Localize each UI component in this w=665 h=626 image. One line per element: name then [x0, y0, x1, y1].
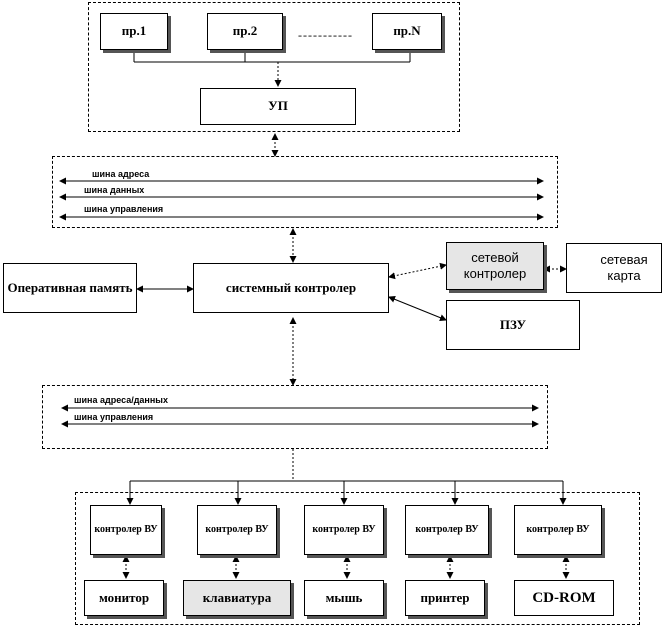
- processor-ellipsis: -----------: [298, 28, 353, 42]
- device-cd-rom: CD-ROM: [514, 580, 614, 616]
- device-keyboard: клавиатура: [183, 580, 291, 616]
- processor-group: [88, 2, 460, 132]
- system-bus: [52, 156, 558, 228]
- controller-vu-5: контролер ВУ: [514, 505, 602, 555]
- network-controller-block: сетевой контролер: [446, 242, 544, 290]
- processor-1: пр.1: [100, 13, 168, 50]
- bus-address-label: шина адреса: [92, 169, 150, 179]
- processor-2: пр.2: [207, 13, 283, 50]
- bus2-address-data-label: шина адреса/данных: [74, 395, 168, 405]
- peripheral-group: [75, 492, 640, 625]
- network-card-block: сетевая карта: [566, 243, 662, 293]
- device-printer: принтер: [405, 580, 485, 616]
- controller-vu-4: контролер ВУ: [405, 505, 489, 555]
- bus-control-label: шина управления: [84, 204, 164, 214]
- rom-block: ПЗУ: [446, 300, 580, 350]
- device-monitor: монитор: [84, 580, 164, 616]
- controller-vu-3: контролер ВУ: [304, 505, 384, 555]
- bus-data-label: шина данных: [84, 185, 145, 195]
- controller-vu-1: контролер ВУ: [90, 505, 162, 555]
- peripheral-bus: [42, 385, 548, 449]
- controller-vu-2: контролер ВУ: [197, 505, 277, 555]
- ram-block: Оперативная память: [3, 263, 137, 313]
- device-mouse: мышь: [304, 580, 384, 616]
- bus2-control-label: шина управления: [74, 412, 154, 422]
- processor-n: пр.N: [372, 13, 442, 50]
- up-block: УП: [200, 88, 356, 125]
- system-controller-block: системный контролер: [193, 263, 389, 313]
